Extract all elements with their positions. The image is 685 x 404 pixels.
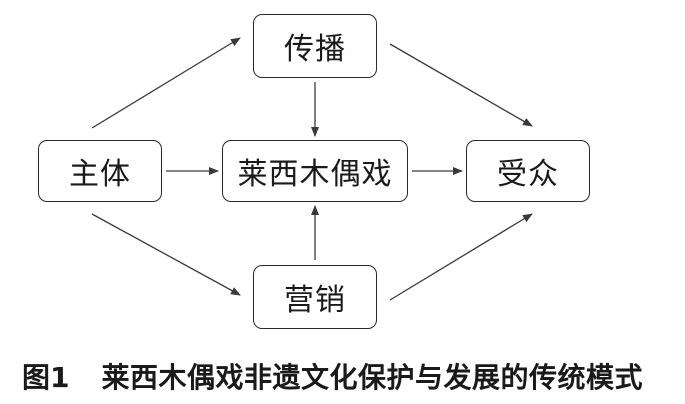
node-yingxiao-label: 营销 xyxy=(284,283,346,318)
node-puppet-play-label: 莱西木偶戏 xyxy=(237,157,393,192)
node-zhuti: 主体 xyxy=(38,140,162,202)
arrow-zhuti-to-yingxiao xyxy=(91,213,241,296)
arrow-zhuti-to-chuanbo xyxy=(91,37,241,129)
node-zhuti-label: 主体 xyxy=(69,157,131,192)
diagram-arrows xyxy=(91,37,533,301)
arrow-yingxiao-to-shouzhong xyxy=(389,213,533,301)
node-puppet-play: 莱西木偶戏 xyxy=(222,140,408,202)
node-yingxiao: 营销 xyxy=(253,265,377,329)
figure-label: 图1 xyxy=(22,361,70,394)
arrow-chuanbo-to-shouzhong xyxy=(389,43,533,127)
node-shouzhong-label: 受众 xyxy=(497,157,559,192)
figure-caption-text: 莱西木偶戏非遗文化保护与发展的传统模式 xyxy=(101,361,643,394)
node-chuanbo-label: 传播 xyxy=(284,32,346,67)
figure-caption: 图1 莱西木偶戏非遗文化保护与发展的传统模式 xyxy=(0,356,685,396)
node-shouzhong: 受众 xyxy=(466,140,590,202)
node-chuanbo: 传播 xyxy=(253,14,377,78)
